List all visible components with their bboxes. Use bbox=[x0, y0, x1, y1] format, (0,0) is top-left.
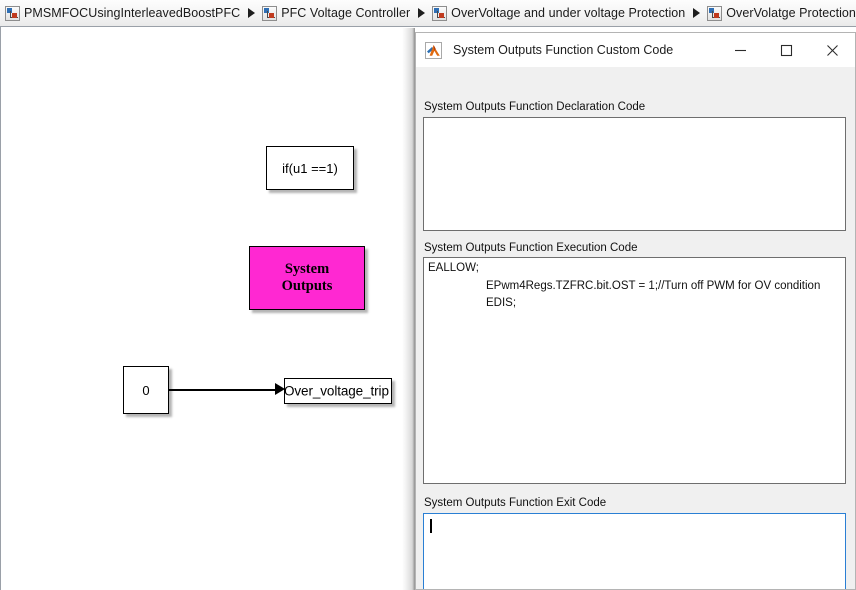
dialog-body: System Outputs Function Declaration Code… bbox=[416, 67, 855, 589]
block-constant-label: 0 bbox=[142, 382, 150, 398]
block-if-label: if(u1 ==1) bbox=[282, 160, 338, 176]
custom-code-dialog: System Outputs Function Custom Code Syst… bbox=[415, 32, 856, 590]
execution-code-line3: EDIS; bbox=[486, 297, 517, 310]
text-caret bbox=[430, 519, 432, 533]
execution-code-line2: EPwm4Regs.TZFRC.bit.OST = 1;//Turn off P… bbox=[486, 279, 821, 292]
declaration-code-input[interactable] bbox=[423, 117, 846, 231]
breadcrumb-label-3: OverVolatge Protection bbox=[726, 6, 856, 20]
canvas-right-edge bbox=[402, 28, 415, 590]
breadcrumb-item-1[interactable]: PFC Voltage Controller bbox=[262, 0, 410, 26]
signal-arrow-icon bbox=[275, 383, 285, 395]
triangle-right-icon bbox=[693, 8, 701, 18]
subsystem-icon bbox=[262, 5, 278, 21]
subsystem-icon bbox=[432, 5, 448, 21]
block-constant[interactable]: 0 bbox=[123, 366, 169, 414]
exit-code-value bbox=[424, 514, 845, 517]
breadcrumb-item-2[interactable]: OverVoltage and under voltage Protection bbox=[432, 0, 685, 26]
minimize-icon[interactable] bbox=[717, 33, 763, 67]
breadcrumb: PMSMFOCUsingInterleavedBoostPFC PFC Volt… bbox=[0, 0, 856, 27]
maximize-icon[interactable] bbox=[763, 33, 809, 67]
breadcrumb-item-0[interactable]: PMSMFOCUsingInterleavedBoostPFC bbox=[5, 0, 240, 26]
exit-code-label: System Outputs Function Exit Code bbox=[424, 497, 607, 509]
block-goto-label: Over_voltage_trip bbox=[284, 383, 389, 399]
breadcrumb-item-3[interactable]: OverVolatge Protection bbox=[707, 0, 856, 26]
execution-code-line1: EALLOW; bbox=[428, 262, 479, 274]
close-icon[interactable] bbox=[809, 33, 855, 67]
block-if-condition[interactable]: if(u1 ==1) bbox=[266, 146, 354, 190]
exit-code-input[interactable] bbox=[423, 513, 846, 589]
block-system-outputs-label-line2: Outputs bbox=[281, 278, 333, 294]
declaration-code-label: System Outputs Function Declaration Code bbox=[424, 101, 646, 113]
block-system-outputs-label-line1: System bbox=[284, 260, 330, 277]
dialog-titlebar[interactable]: System Outputs Function Custom Code bbox=[416, 33, 855, 68]
breadcrumb-label-2: OverVoltage and under voltage Protection bbox=[451, 6, 686, 20]
subsystem-icon bbox=[5, 5, 20, 21]
dialog-title: System Outputs Function Custom Code bbox=[453, 43, 674, 57]
triangle-right-icon bbox=[418, 8, 426, 18]
window-controls bbox=[717, 33, 855, 67]
model-canvas[interactable]: if(u1 ==1) System Outputs 0 Over_voltage… bbox=[0, 27, 402, 590]
execution-code-input[interactable]: EALLOW; EPwm4Regs.TZFRC.bit.OST = 1;//Tu… bbox=[423, 257, 846, 484]
execution-code-label: System Outputs Function Execution Code bbox=[424, 242, 638, 254]
breadcrumb-label-1: PFC Voltage Controller bbox=[281, 6, 411, 20]
block-goto-over-voltage-trip[interactable]: Over_voltage_trip bbox=[284, 378, 392, 404]
declaration-code-value bbox=[424, 118, 845, 121]
block-system-outputs[interactable]: System Outputs bbox=[249, 246, 365, 310]
matlab-icon bbox=[425, 41, 442, 59]
triangle-right-icon bbox=[248, 8, 256, 18]
subsystem-icon bbox=[707, 5, 723, 21]
signal-line bbox=[169, 389, 276, 391]
breadcrumb-label-0: PMSMFOCUsingInterleavedBoostPFC bbox=[24, 6, 241, 20]
